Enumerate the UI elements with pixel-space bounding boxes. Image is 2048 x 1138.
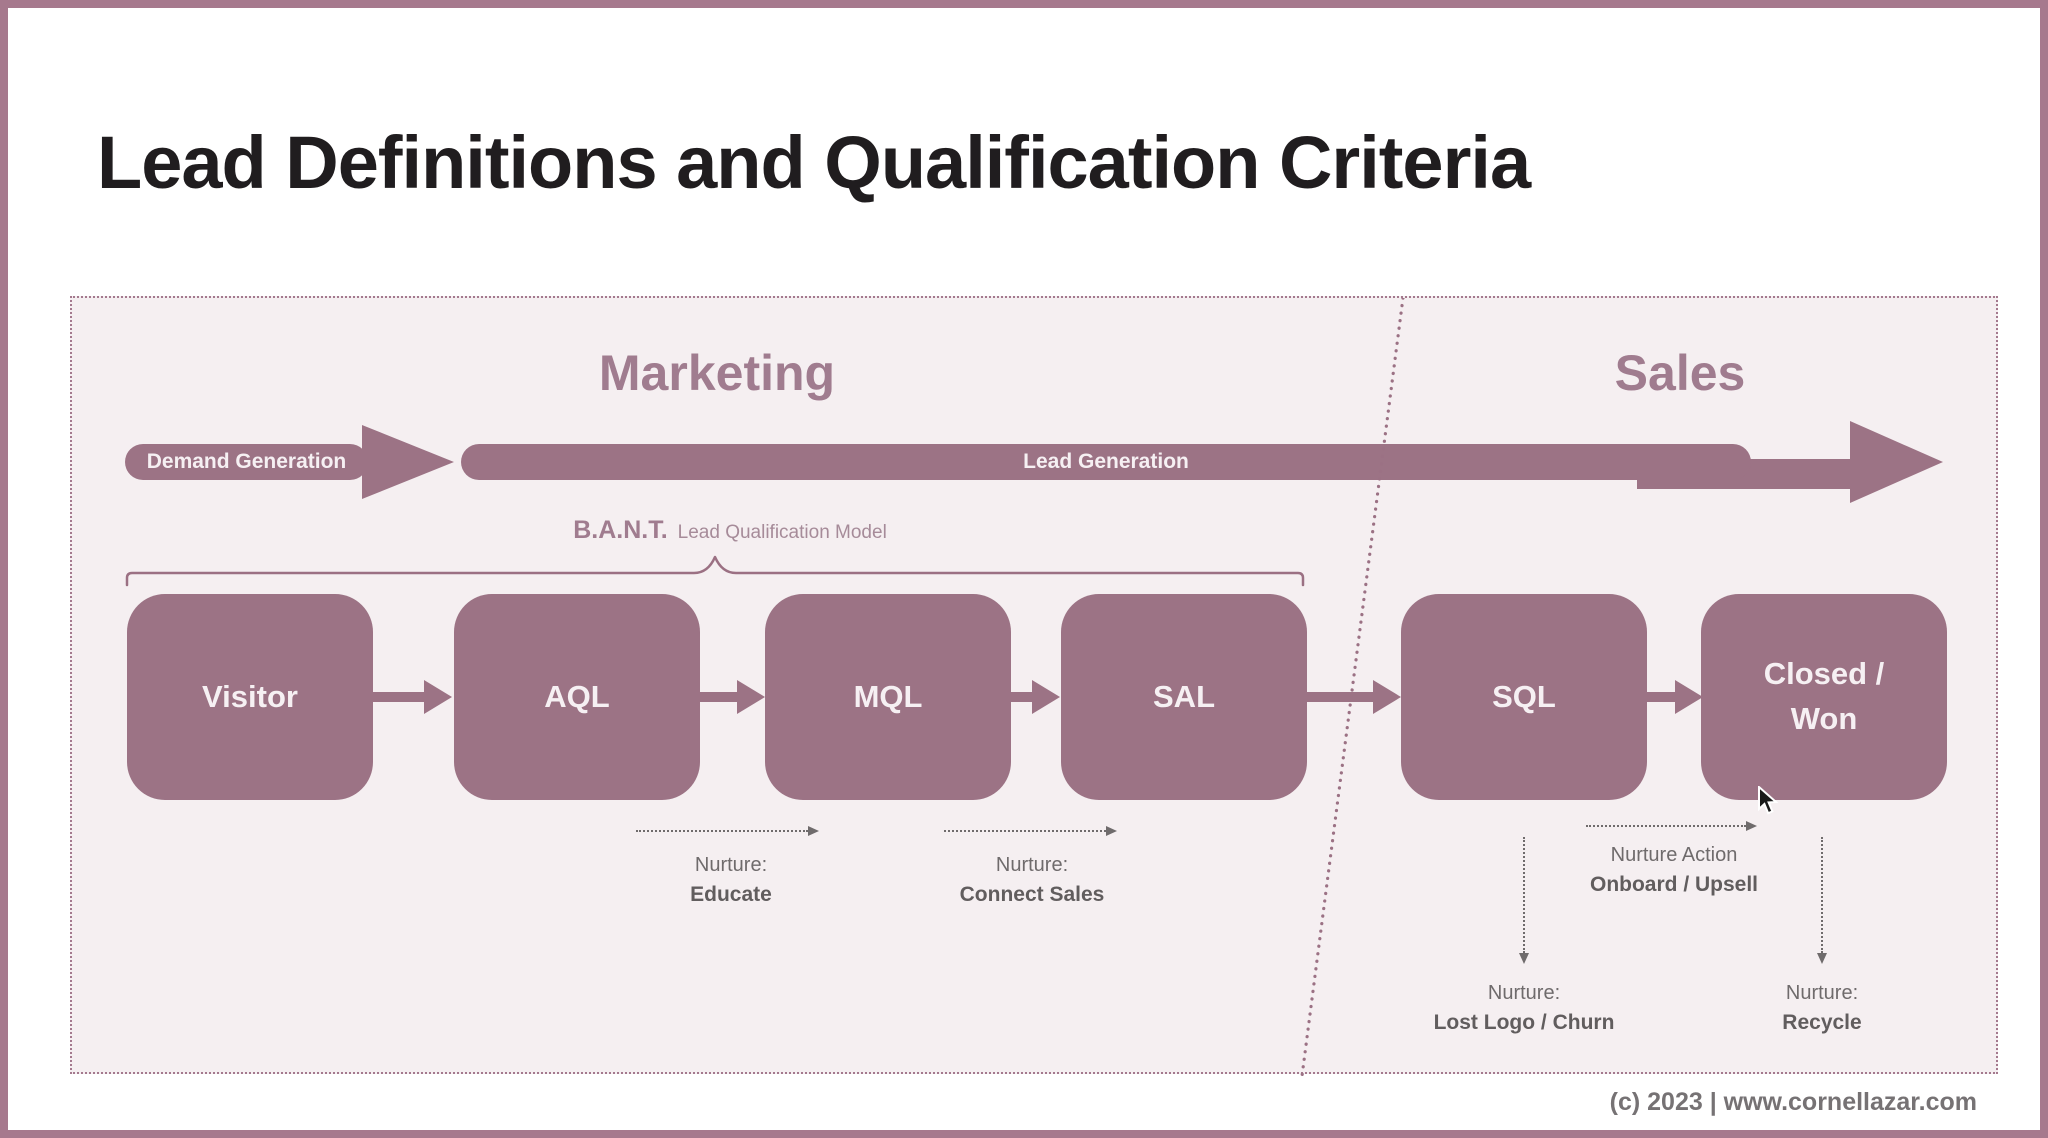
- nurture-arrow-recycle: [1817, 837, 1827, 964]
- nurture-note-lost-churn: Nurture: Lost Logo / Churn: [1374, 978, 1674, 1038]
- nurture-action: Onboard / Upsell: [1589, 873, 1759, 896]
- nurture-note-recycle: Nurture: Recycle: [1672, 978, 1972, 1038]
- arrowhead-icon: [1106, 826, 1117, 836]
- arrowhead-icon: [1519, 953, 1529, 964]
- stage-connector-arrowhead-icon: [1675, 680, 1703, 714]
- nurture-action: Connect Sales: [959, 883, 1105, 906]
- stage-box-sql: SQL: [1401, 594, 1647, 800]
- nurture-note-educate: Nurture: Educate: [581, 850, 881, 910]
- stage-label: SQL: [1492, 678, 1556, 714]
- nurture-prefix: Nurture Action: [1610, 844, 1738, 866]
- nurture-arrow-educate: [636, 826, 819, 836]
- stage-box-aql: AQL: [454, 594, 700, 800]
- section-label-sales: Sales: [1614, 345, 1746, 401]
- mouse-cursor-icon: [1758, 786, 1779, 815]
- bant-acronym: B.A.N.T.: [573, 516, 668, 544]
- stage-box-closed-won: Closed / Won: [1701, 594, 1947, 800]
- stage-label: Visitor: [202, 678, 298, 714]
- stage-connector-arrowhead-icon: [1373, 680, 1401, 714]
- demand-generation-arrow: Demand Generation: [125, 444, 368, 480]
- stage-connector-arrowhead-icon: [737, 680, 765, 714]
- bant-description: Lead Qualification Model: [677, 522, 887, 543]
- nurture-prefix: Nurture:: [995, 854, 1069, 876]
- arrowhead-icon: [808, 826, 819, 836]
- stage-label: AQL: [544, 678, 610, 714]
- bant-label: B.A.N.T. Lead Qualification Model: [430, 516, 1030, 545]
- nurture-arrow-connect-sales: [944, 826, 1117, 836]
- funnel-diagram-panel: Marketing Sales Demand Generation Lead G…: [70, 296, 1998, 1076]
- stage-label: MQL: [853, 678, 923, 714]
- stage-connector-arrow: [1647, 692, 1677, 702]
- lead-generation-arrowhead-icon: [1850, 421, 1943, 503]
- stage-label: SAL: [1153, 678, 1215, 714]
- stage-connector-arrow: [1303, 692, 1375, 702]
- nurture-note-connect-sales: Nurture: Connect Sales: [882, 850, 1182, 910]
- arrowhead-icon: [1817, 953, 1827, 964]
- section-label-marketing: Marketing: [598, 345, 836, 401]
- stage-connector-arrow: [1011, 692, 1033, 702]
- nurture-action: Lost Logo / Churn: [1433, 1011, 1615, 1034]
- stage-connector-arrow: [700, 692, 738, 702]
- nurture-arrow-lost-churn: [1519, 837, 1529, 964]
- lead-generation-label: Lead Generation: [1023, 450, 1189, 473]
- stage-box-sal: SAL: [1061, 594, 1307, 800]
- nurture-arrow-onboard-upsell: [1586, 821, 1757, 831]
- arrowhead-icon: [1746, 821, 1757, 831]
- stage-connector-arrowhead-icon: [424, 680, 452, 714]
- nurture-note-onboard-upsell: Nurture Action Onboard / Upsell: [1524, 840, 1824, 900]
- lead-generation-arrow: Lead Generation: [461, 444, 1751, 480]
- stage-connector-arrow: [373, 692, 425, 702]
- page-title: Lead Definitions and Qualification Crite…: [97, 121, 1531, 204]
- stage-connector-arrowhead-icon: [1032, 680, 1060, 714]
- footer-credit: (c) 2023 | www.cornellazar.com: [1609, 1088, 1977, 1116]
- nurture-prefix: Nurture:: [1487, 982, 1561, 1004]
- nurture-prefix: Nurture:: [694, 854, 768, 876]
- nurture-action: Recycle: [1782, 1011, 1862, 1034]
- stage-box-visitor: Visitor: [127, 594, 373, 800]
- nurture-action: Educate: [690, 883, 772, 906]
- demand-generation-arrowhead-icon: [362, 425, 454, 499]
- nurture-prefix: Nurture:: [1785, 982, 1859, 1004]
- stage-box-mql: MQL: [765, 594, 1011, 800]
- demand-generation-label: Demand Generation: [146, 450, 347, 473]
- stage-label: Closed / Won: [1763, 656, 1885, 736]
